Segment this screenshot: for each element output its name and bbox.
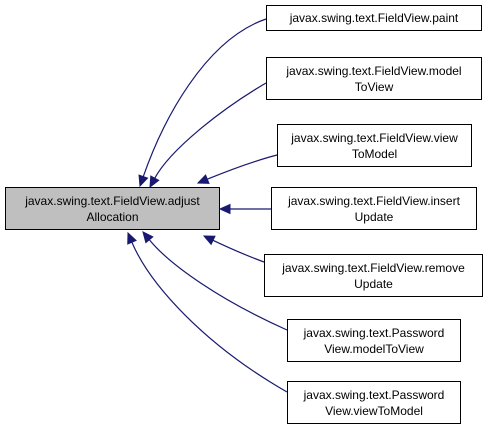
caller-node-view-to-model-line-1: javax.swing.text.FieldView.view bbox=[291, 130, 458, 145]
caller-node-password-view-to-model-line-2: View.viewToModel bbox=[325, 403, 423, 418]
focus-node-line-2: Allocation bbox=[86, 209, 139, 224]
edge-view-to-model bbox=[207, 154, 278, 180]
focus-node-adjust-allocation[interactable]: javax.swing.text.FieldView.adjust Alloca… bbox=[5, 187, 220, 230]
edge-password-view-to-model-arrowhead bbox=[127, 231, 137, 245]
caller-node-insert-update-line-1: javax.swing.text.FieldView.insert bbox=[288, 193, 460, 208]
caller-node-passwordview-model-to-view[interactable]: javax.swing.text.Password View.modelToVi… bbox=[287, 319, 461, 362]
caller-node-view-to-model-line-2: ToModel bbox=[351, 146, 398, 161]
caller-node-paint-line-1: javax.swing.text.FieldView.paint bbox=[289, 11, 459, 25]
edge-paint-arrowhead bbox=[138, 174, 149, 188]
edge-insert-update-arrowhead bbox=[218, 203, 231, 215]
caller-node-model-to-view-line-1: javax.swing.text.FieldView.model bbox=[286, 63, 462, 78]
caller-node-fieldview-insert-update[interactable]: javax.swing.text.FieldView.insert Update bbox=[271, 187, 477, 230]
caller-node-fieldview-paint[interactable]: javax.swing.text.FieldView.paint bbox=[266, 5, 482, 31]
caller-node-password-model-to-view-line-1: javax.swing.text.Password bbox=[303, 325, 445, 340]
caller-node-fieldview-model-to-view[interactable]: javax.swing.text.FieldView.model ToView bbox=[266, 57, 482, 100]
caller-node-passwordview-view-to-model[interactable]: javax.swing.text.Password View.viewToMod… bbox=[287, 381, 461, 424]
edge-view-to-model-arrowhead bbox=[196, 174, 210, 184]
caller-node-insert-update-line-2: Update bbox=[354, 209, 394, 224]
edge-model-to-view-arrowhead bbox=[149, 175, 160, 189]
caller-node-fieldview-view-to-model[interactable]: javax.swing.text.FieldView.view ToModel bbox=[277, 124, 472, 167]
edge-password-model-to-view-arrowhead bbox=[142, 231, 154, 244]
caller-node-password-model-to-view-line-2: View.modelToView bbox=[324, 341, 424, 356]
caller-node-remove-update-line-1: javax.swing.text.FieldView.remove bbox=[282, 260, 465, 275]
edge-password-view-to-model bbox=[131, 241, 288, 393]
edge-remove-update bbox=[212, 239, 265, 263]
edge-model-to-view bbox=[154, 82, 267, 179]
edge-paint bbox=[142, 18, 267, 177]
edge-password-model-to-view bbox=[148, 239, 288, 331]
edge-remove-update-arrowhead bbox=[202, 235, 216, 246]
focus-node-line-1: javax.swing.text.FieldView.adjust bbox=[25, 193, 200, 208]
caller-node-password-view-to-model-line-1: javax.swing.text.Password bbox=[303, 387, 445, 402]
caller-node-fieldview-remove-update[interactable]: javax.swing.text.FieldView.remove Update bbox=[264, 254, 483, 297]
caller-node-remove-update-line-2: Update bbox=[354, 276, 393, 291]
caller-node-model-to-view-line-2: ToView bbox=[354, 79, 394, 94]
